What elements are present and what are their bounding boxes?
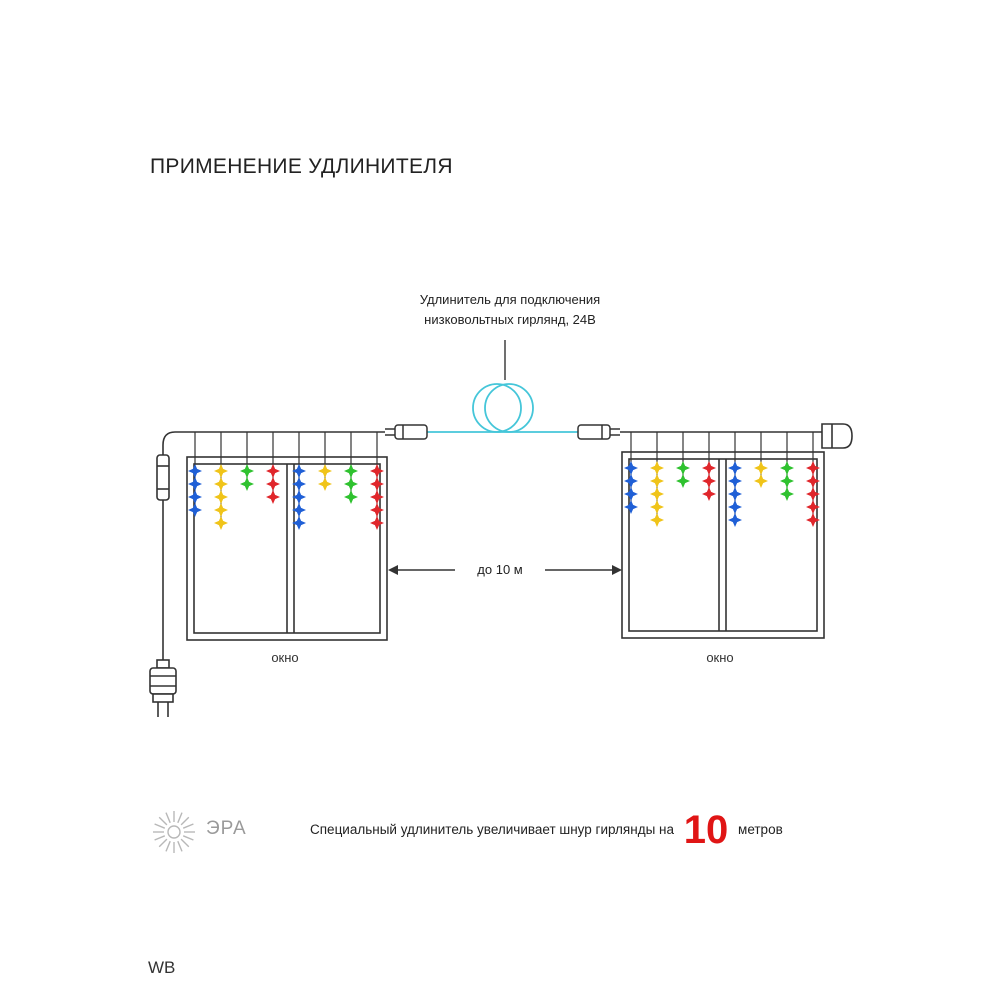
garland-drops-left [188, 432, 384, 530]
led-star-icon [344, 477, 358, 491]
logo-ray [158, 816, 168, 826]
led-star-icon [266, 490, 280, 504]
led-star-icon [318, 464, 332, 478]
logo-ray [182, 823, 194, 829]
connector-female-icon [577, 424, 620, 440]
led-star-icon [780, 461, 794, 475]
led-star-icon [214, 490, 228, 504]
led-star-icon [806, 487, 820, 501]
bottom-caption-number: 10 [683, 808, 729, 852]
led-star-icon [292, 464, 306, 478]
window-left-label: окно [271, 650, 299, 665]
led-star-icon [728, 513, 742, 527]
bottom-caption: Специальный удлинитель увеличивает шнур … [310, 808, 783, 853]
led-star-icon [370, 490, 384, 504]
brand-name: ЭРА [206, 818, 247, 839]
distance-label: до 10 м [455, 562, 545, 577]
led-star-icon [240, 464, 254, 478]
window-left [186, 456, 388, 641]
bottom-caption-before: Специальный удлинитель увеличивает шнур … [310, 822, 674, 837]
led-star-icon [344, 490, 358, 504]
logo-ray [177, 840, 183, 852]
bottom-caption-after: метров [738, 822, 783, 837]
led-star-icon [650, 513, 664, 527]
led-star-icon [292, 516, 306, 530]
logo-ray [182, 835, 194, 841]
led-star-icon [676, 461, 690, 475]
logo-ray [180, 838, 190, 848]
led-star-icon [240, 477, 254, 491]
led-star-icon [624, 461, 638, 475]
watermark: WB [148, 958, 176, 977]
logo-ray [177, 812, 183, 824]
led-star-icon [292, 490, 306, 504]
led-star-icon [214, 503, 228, 517]
extension-label: Удлинитель для подключения низковольтных… [340, 290, 680, 330]
led-star-icon [806, 474, 820, 488]
window-right-label: окно [706, 650, 734, 665]
led-star-icon [266, 464, 280, 478]
led-star-icon [318, 477, 332, 491]
led-star-icon [650, 500, 664, 514]
garland-drops-right [624, 432, 820, 527]
led-star-icon [650, 461, 664, 475]
led-star-icon [370, 516, 384, 530]
led-star-icon [370, 477, 384, 491]
led-star-icon [624, 474, 638, 488]
extension-cable [427, 340, 578, 433]
connector-male-icon [385, 424, 428, 440]
led-star-icon [370, 503, 384, 517]
power-plug-icon [149, 659, 177, 717]
logo-ray [165, 840, 171, 852]
led-star-icon [214, 464, 228, 478]
led-star-icon [754, 461, 768, 475]
logo-ray [154, 835, 166, 841]
led-star-icon [214, 477, 228, 491]
led-star-icon [650, 474, 664, 488]
led-star-icon [188, 490, 202, 504]
led-star-icon [702, 487, 716, 501]
led-star-icon [780, 474, 794, 488]
led-star-icon [806, 461, 820, 475]
led-star-icon [214, 516, 228, 530]
logo-ray [180, 816, 190, 826]
inline-connector [156, 454, 170, 501]
led-star-icon [344, 464, 358, 478]
led-star-icon [676, 474, 690, 488]
led-star-icon [188, 503, 202, 517]
led-star-icon [188, 464, 202, 478]
power-cord [162, 431, 193, 660]
led-star-icon [728, 487, 742, 501]
led-star-icon [806, 500, 820, 514]
led-star-icon [188, 477, 202, 491]
led-star-icon [624, 500, 638, 514]
led-star-icon [292, 477, 306, 491]
led-star-icon [650, 487, 664, 501]
led-star-icon [728, 500, 742, 514]
led-star-icon [266, 477, 280, 491]
led-star-icon [780, 487, 794, 501]
era-logo-icon [153, 811, 195, 853]
window-right [621, 451, 825, 639]
logo-ray [158, 838, 168, 848]
logo-ray [165, 812, 171, 824]
led-star-icon [702, 461, 716, 475]
led-star-icon [292, 503, 306, 517]
extension-label-line-2: низковольтных гирлянд, 24В [424, 312, 596, 327]
led-star-icon [370, 464, 384, 478]
page-title: ПРИМЕНЕНИЕ УДЛИНИТЕЛЯ [150, 155, 453, 178]
led-star-icon [728, 461, 742, 475]
led-star-icon [728, 474, 742, 488]
led-star-icon [806, 513, 820, 527]
led-star-icon [702, 474, 716, 488]
led-star-icon [624, 487, 638, 501]
logo-ray [154, 823, 166, 829]
led-star-icon [754, 474, 768, 488]
end-cap-icon [821, 423, 853, 449]
extension-label-line-1: Удлинитель для подключения [419, 292, 601, 307]
